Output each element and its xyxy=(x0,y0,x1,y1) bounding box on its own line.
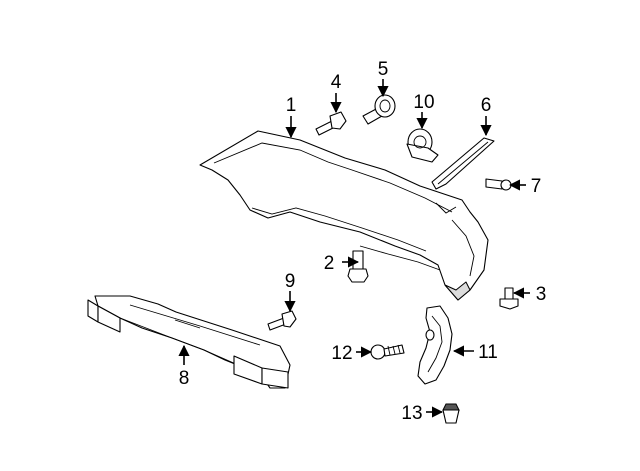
callout-1: 1 xyxy=(286,95,297,116)
callout-4: 4 xyxy=(331,72,342,93)
leader-lines xyxy=(178,79,530,418)
bumper-cover xyxy=(199,130,489,301)
clip-7 xyxy=(485,178,512,191)
bolt-2 xyxy=(347,250,369,283)
callout-3: 3 xyxy=(536,284,547,305)
bolt-4 xyxy=(315,111,347,136)
screw-12 xyxy=(370,344,405,360)
push-pin-5 xyxy=(362,94,396,125)
bracket-11 xyxy=(417,305,453,385)
callout-7: 7 xyxy=(531,176,542,197)
callout-11: 11 xyxy=(478,342,498,363)
parking-sensor-10 xyxy=(406,128,439,163)
callout-5: 5 xyxy=(378,59,389,80)
bolt-9 xyxy=(267,310,297,331)
callout-9: 9 xyxy=(285,271,296,292)
callout-2: 2 xyxy=(324,253,335,274)
screw-3 xyxy=(499,287,519,310)
callout-10: 10 xyxy=(413,92,434,113)
callout-12: 12 xyxy=(331,343,352,364)
bumper-reinforcement-8 xyxy=(87,295,291,389)
trim-molding-6 xyxy=(431,137,495,190)
callout-labels: 1 2 3 4 5 6 7 8 9 10 11 12 13 xyxy=(179,59,547,424)
callout-8: 8 xyxy=(179,368,190,389)
push-pin-13 xyxy=(442,403,460,424)
callout-6: 6 xyxy=(481,95,492,116)
callout-13: 13 xyxy=(401,403,422,424)
